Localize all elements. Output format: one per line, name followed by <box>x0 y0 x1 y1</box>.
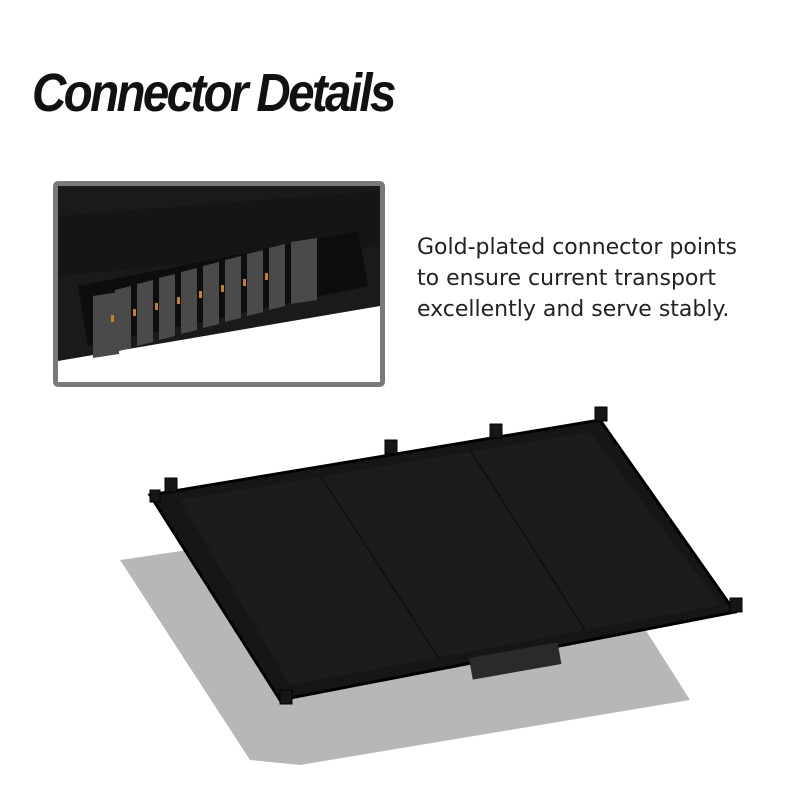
description-line: excellently and serve stably. <box>417 297 730 322</box>
connector-pin <box>93 292 119 358</box>
gold-contact <box>177 297 180 304</box>
connector-pin <box>137 280 153 346</box>
connector-pins <box>93 238 317 358</box>
connector-pin <box>115 286 131 352</box>
gold-contact <box>265 273 268 280</box>
gold-contact <box>243 279 246 286</box>
description-line: to ensure current transport <box>417 266 717 291</box>
connector-pin <box>291 238 317 304</box>
connector-pin <box>181 268 197 334</box>
connector-pin <box>247 250 263 316</box>
gold-contact <box>221 285 224 292</box>
connector-closeup-image <box>53 181 385 387</box>
description: Gold-plated connector points to ensure c… <box>417 232 737 325</box>
battery-connector <box>468 642 562 680</box>
connector-pin <box>269 244 285 310</box>
page-title: Connector Details <box>32 63 396 123</box>
connector-pin <box>159 274 175 340</box>
gold-contact <box>199 291 202 298</box>
connector-pin <box>225 256 241 322</box>
gold-contact <box>155 303 158 310</box>
description-line: Gold-plated connector points <box>417 235 737 260</box>
gold-contact <box>133 309 136 316</box>
gold-contact <box>111 315 114 322</box>
connector-pin <box>203 262 219 328</box>
